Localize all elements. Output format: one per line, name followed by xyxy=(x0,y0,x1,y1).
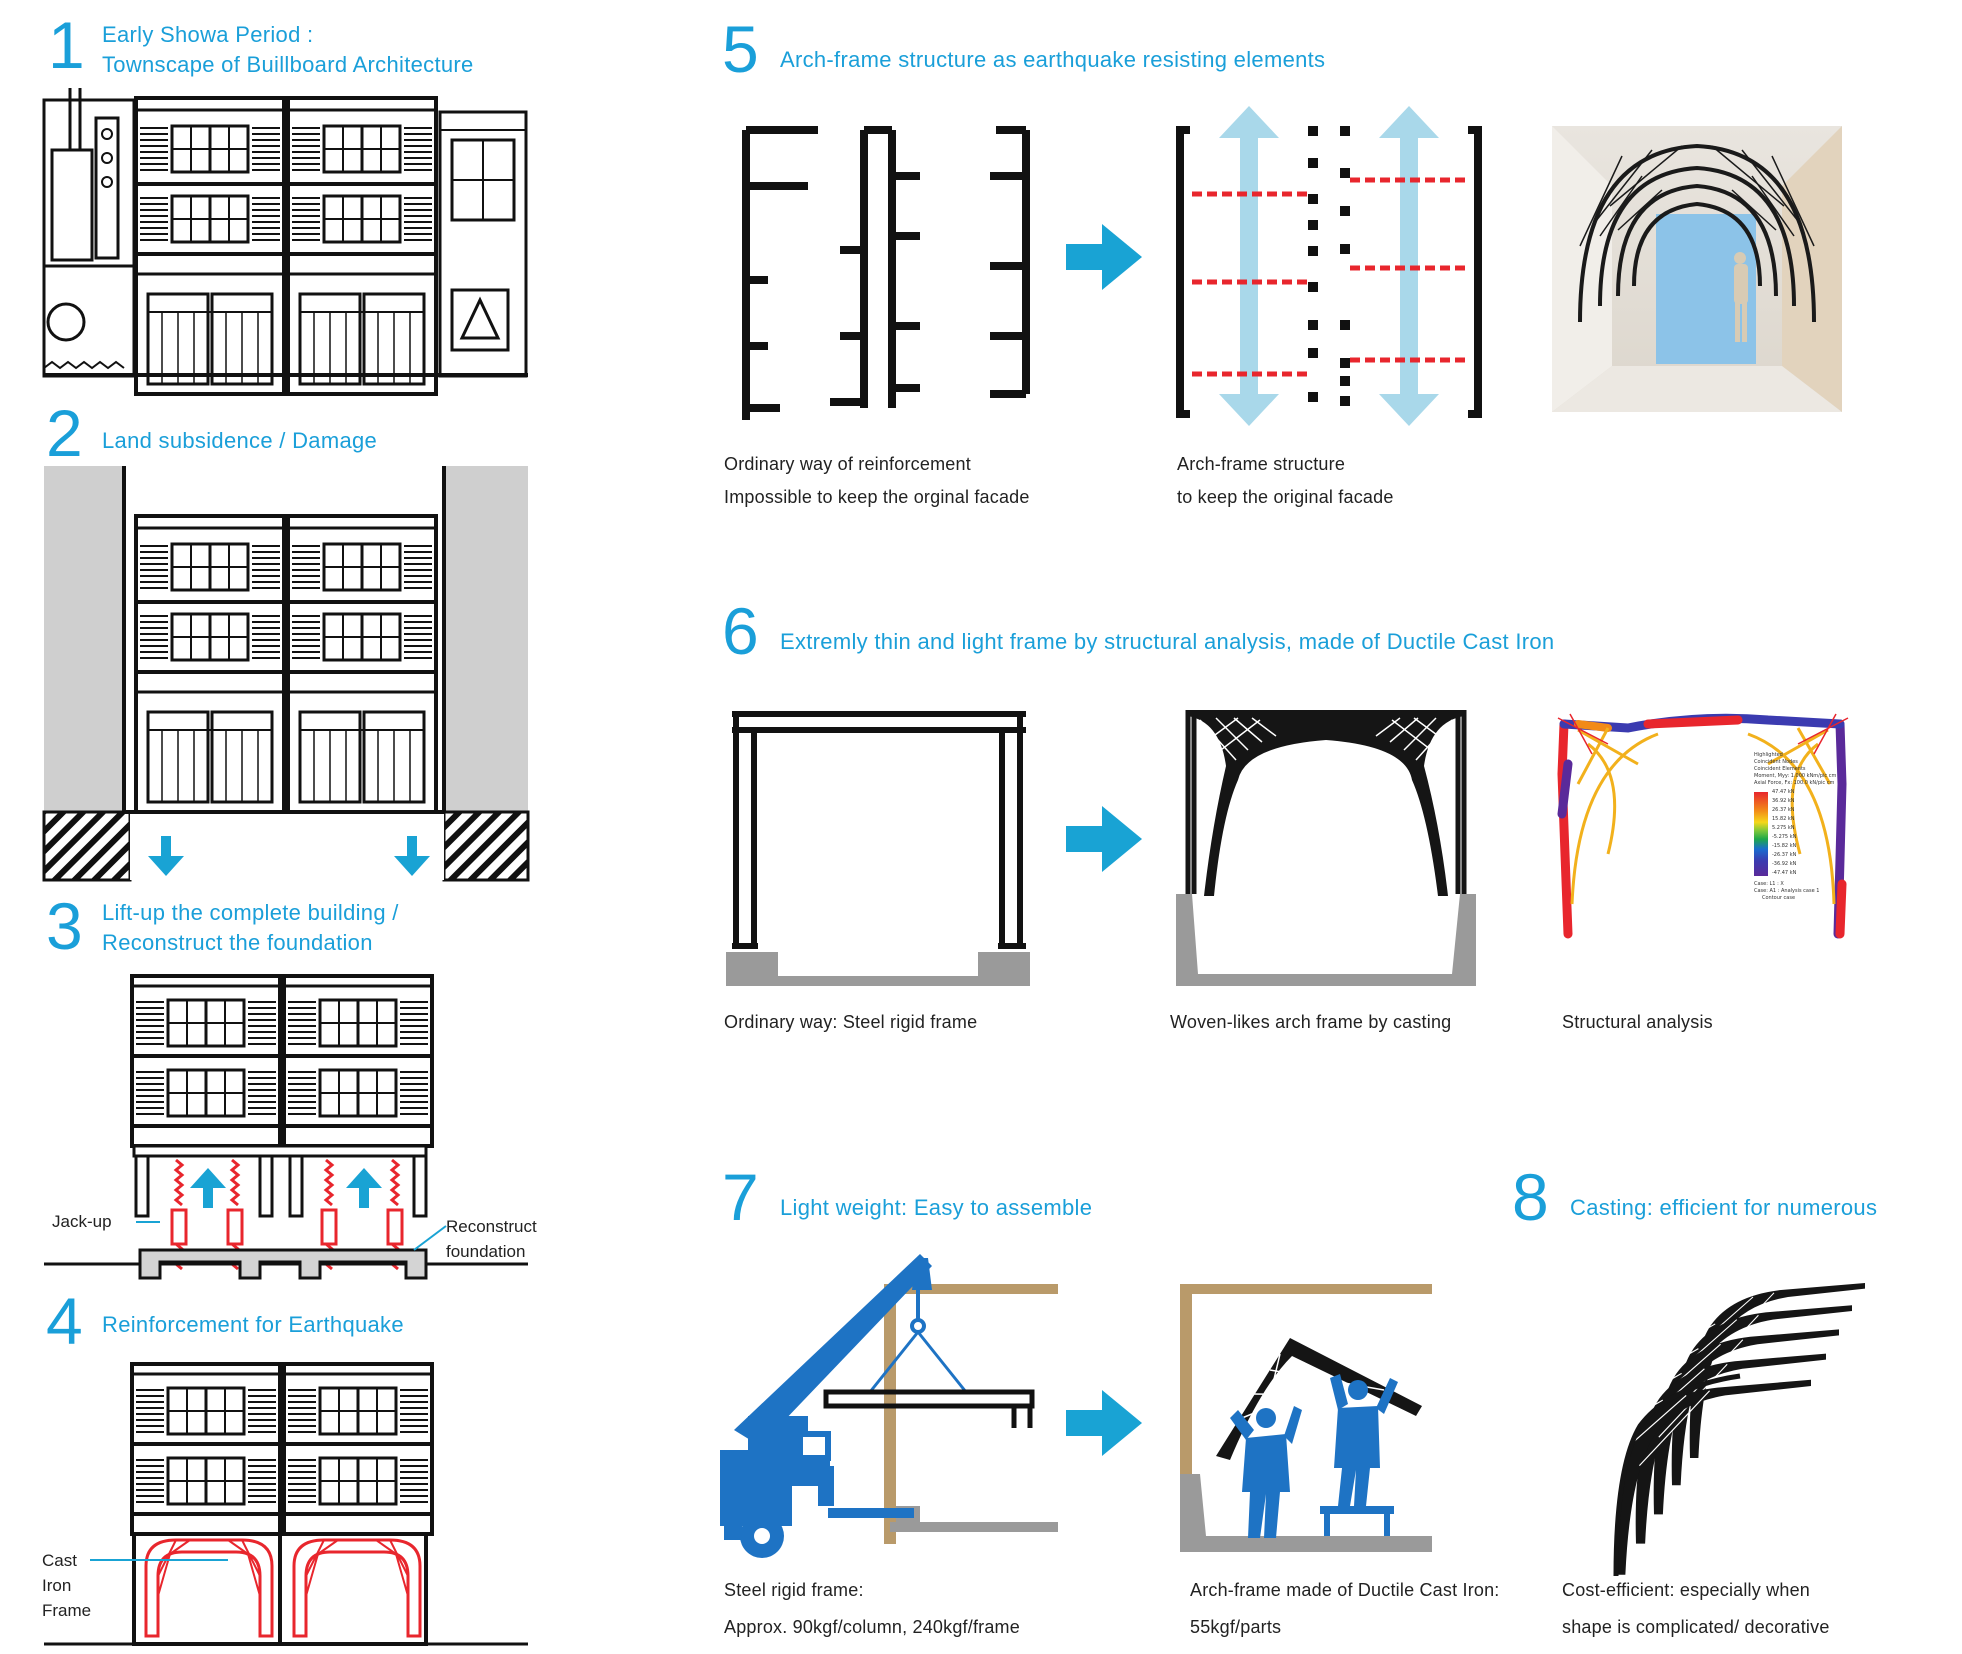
step-heading-4: Reinforcement for Earthquake xyxy=(102,1310,404,1340)
label-line: foundation xyxy=(446,1242,526,1261)
lift-up-sketch xyxy=(44,976,528,1280)
lower-floor-posts xyxy=(132,1144,428,1218)
caption-steel-rigid-frame: Ordinary way: Steel rigid frame xyxy=(724,1006,977,1039)
step-number-4: 4 xyxy=(46,1284,83,1358)
caption-line: Ordinary way of reinforcement xyxy=(724,454,971,474)
caption-arch-frame-weight: Arch-frame made of Ductile Cast Iron: 55… xyxy=(1190,1572,1500,1646)
legend-scale: 47.47 kN 36.92 kN 26.37 kN 15.82 kN 5.27… xyxy=(1754,789,1854,881)
caption-line: 55kgf/parts xyxy=(1190,1617,1282,1637)
legend-line: Contour case xyxy=(1762,895,1796,901)
legend-line: Axial Force, Fx: 100.0 kN/pic cm xyxy=(1754,780,1835,786)
heading-line: Townscape of Buillboard Architecture xyxy=(102,52,474,77)
legend-value: 26.37 kN xyxy=(1772,807,1795,813)
reinforcement-sketch xyxy=(44,1364,528,1646)
heading-line: Casting: efficient for numerous xyxy=(1570,1195,1878,1220)
legend-value: 36.92 kN xyxy=(1772,798,1795,804)
heading-line: Reconstruct the foundation xyxy=(102,930,373,955)
ordinary-reinforcement-plan xyxy=(742,126,1030,420)
woven-arch-frame-drawing xyxy=(1176,710,1476,986)
legend-value: -5.275 kN xyxy=(1772,834,1797,840)
legend-value: 5.275 kN xyxy=(1772,825,1795,831)
step-number-5: 5 xyxy=(722,12,759,86)
caption-line: Ordinary way: Steel rigid frame xyxy=(724,1012,978,1032)
reconstruct-foundation-label: Reconstruct foundation xyxy=(446,1214,537,1264)
arrow-right-7 xyxy=(1066,1390,1142,1456)
caption-ordinary-reinforcement: Ordinary way of reinforcement Impossible… xyxy=(724,448,1030,514)
step-number-7: 7 xyxy=(722,1160,759,1234)
legend-line: Moment, Myy: 1.000 kNm/pic cm xyxy=(1754,773,1837,779)
heading-line: Arch-frame structure as earthquake resis… xyxy=(780,47,1326,72)
legend-value: -36.92 kN xyxy=(1772,861,1797,867)
caption-line: Arch-frame structure xyxy=(1177,454,1346,474)
cast-iron-frame-label: Cast Iron Frame xyxy=(42,1548,91,1623)
townscape-sketch xyxy=(42,88,528,394)
heading-line: Early Showa Period : xyxy=(102,22,314,47)
caption-line: Woven-likes arch frame by casting xyxy=(1170,1012,1452,1032)
legend-value: -26.37 kN xyxy=(1772,852,1797,858)
legend-header: Highlighted Coincident Nodes Coincident … xyxy=(1754,752,1854,787)
step-number-1: 1 xyxy=(48,8,85,82)
arch-frame-plan xyxy=(1176,106,1482,426)
legend-value: -15.82 kN xyxy=(1772,843,1797,849)
step-heading-6: Extremly thin and light frame by structu… xyxy=(780,627,1554,657)
step-number-2: 2 xyxy=(46,396,83,470)
jack-up-label: Jack-up xyxy=(52,1212,112,1231)
caption-woven-arch: Woven-likes arch frame by casting xyxy=(1170,1006,1451,1039)
left-column-sketches xyxy=(42,88,530,1646)
caption-line: Approx. 90kgf/column, 240kgf/frame xyxy=(724,1617,1020,1637)
caption-line: Steel rigid frame: xyxy=(724,1580,864,1600)
caption-structural-analysis: Structural analysis xyxy=(1562,1006,1713,1039)
step-number-8: 8 xyxy=(1512,1160,1549,1234)
legend-footer: Case: L1 : X Case: A1 : Analysis case 1 … xyxy=(1754,881,1854,902)
legend-color-bar xyxy=(1754,792,1768,876)
label-line: Iron xyxy=(42,1576,72,1595)
caption-line: Impossible to keep the orginal facade xyxy=(724,487,1030,507)
legend-line: Case: L1 : X xyxy=(1754,881,1784,887)
analysis-legend: Highlighted Coincident Nodes Coincident … xyxy=(1754,752,1854,902)
step-heading-3: Lift-up the complete building / Reconstr… xyxy=(102,898,399,958)
arrow-right-6 xyxy=(1066,806,1142,872)
step-heading-8: Casting: efficient for numerous xyxy=(1570,1193,1877,1223)
caption-line: Structural analysis xyxy=(1562,1012,1713,1032)
caption-cost-efficient: Cost-efficient: especially when shape is… xyxy=(1562,1572,1830,1646)
caption-line: shape is complicated/ decorative xyxy=(1562,1617,1830,1637)
structural-analysis-diagram xyxy=(1557,713,1849,939)
step-heading-2: Land subsidence / Damage xyxy=(102,426,377,456)
crane-lifting-steel-frame xyxy=(720,1254,1058,1558)
arrow-right-5 xyxy=(1066,224,1142,290)
legend-value: -47.47 kN xyxy=(1772,870,1797,876)
workers-assembling-arch xyxy=(1180,1284,1432,1552)
caption-steel-rigid-frame-weight: Steel rigid frame: Approx. 90kgf/column,… xyxy=(724,1572,1020,1646)
label-line: Frame xyxy=(42,1601,92,1620)
step-heading-5: Arch-frame structure as earthquake resis… xyxy=(780,45,1325,75)
label-line: Reconstruct xyxy=(446,1217,537,1236)
caption-arch-frame-structure: Arch-frame structure to keep the origina… xyxy=(1177,448,1394,514)
caption-line: Cost-efficient: especially when xyxy=(1562,1580,1810,1600)
subsidence-sketch xyxy=(42,466,530,882)
legend-line: Highlighted xyxy=(1754,752,1783,758)
label-line: Cast xyxy=(42,1551,77,1570)
caption-line: to keep the original facade xyxy=(1177,487,1394,507)
step-number-6: 6 xyxy=(722,594,759,668)
legend-line: Coincident Elements xyxy=(1754,766,1806,772)
stacked-cast-parts xyxy=(1613,1282,1866,1577)
caption-line: Arch-frame made of Ductile Cast Iron: xyxy=(1190,1580,1500,1600)
legend-line: Case: A1 : Analysis case 1 xyxy=(1754,888,1820,894)
heading-line: Reinforcement for Earthquake xyxy=(102,1312,404,1337)
heading-line: Extremly thin and light frame by structu… xyxy=(780,629,1555,654)
step-heading-1: Early Showa Period : Townscape of Buillb… xyxy=(102,20,474,80)
legend-line: Coincident Nodes xyxy=(1754,759,1798,765)
step-heading-7: Light weight: Easy to assemble xyxy=(780,1193,1092,1223)
legend-value: 15.82 kN xyxy=(1772,816,1795,822)
step-number-3: 3 xyxy=(46,889,83,963)
heading-line: Lift-up the complete building / xyxy=(102,900,399,925)
arch-model-photo xyxy=(1552,126,1842,412)
legend-value: 47.47 kN xyxy=(1772,789,1795,795)
steel-rigid-frame-drawing xyxy=(726,711,1030,986)
heading-line: Light weight: Easy to assemble xyxy=(780,1195,1093,1220)
heading-line: Land subsidence / Damage xyxy=(102,428,378,453)
